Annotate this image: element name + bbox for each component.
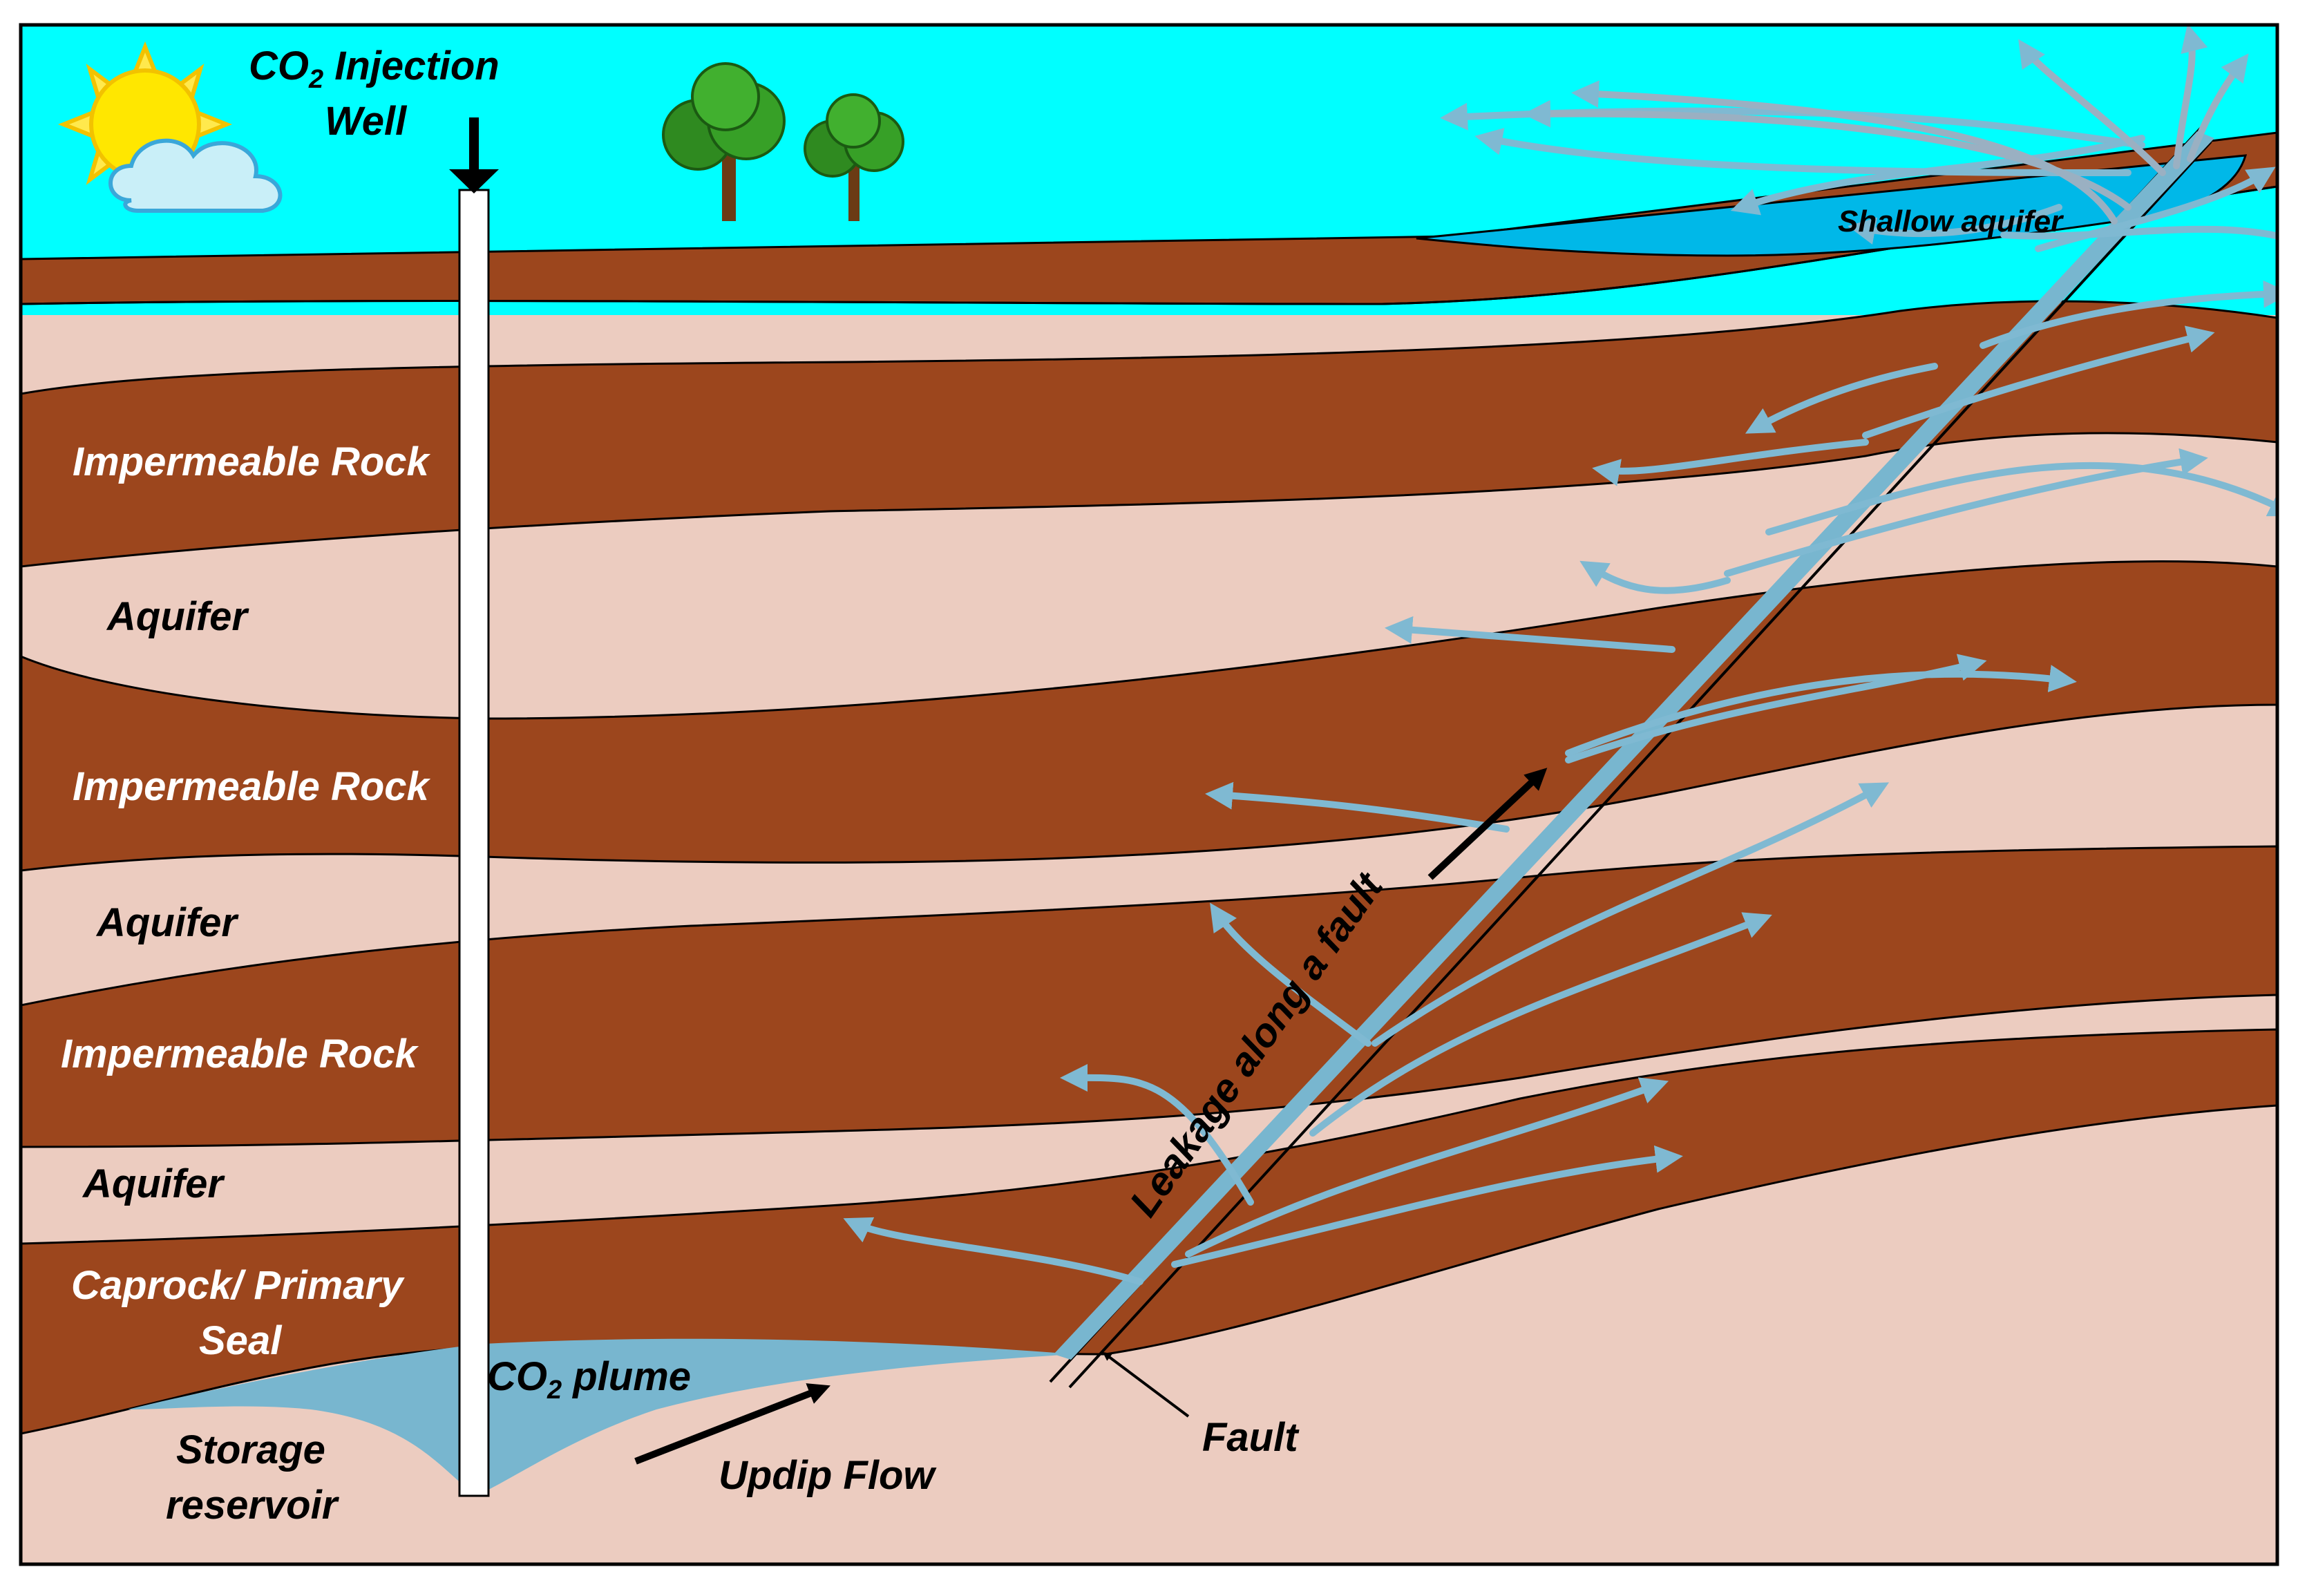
injection-well-label-line2: Well (325, 99, 408, 144)
impermeable-rock-label-1: Impermeable Rock (73, 439, 431, 484)
leakage-direction-arrow (1427, 768, 1548, 880)
aquifer-label-1: Aquifer (106, 594, 249, 639)
sky-leakage-arrows (1523, 25, 2249, 225)
storage-reservoir-label-line1: Storage (176, 1427, 325, 1472)
aquifer-label-3: Aquifer (82, 1161, 225, 1206)
impermeable-rock-layer-2 (21, 560, 2277, 872)
updip-flow-arrow (634, 1383, 830, 1465)
down-arrow-icon (449, 169, 499, 193)
shallow-aquifer-label: Shallow aquifer (1838, 205, 2064, 238)
storage-reservoir-label-line2: reservoir (166, 1483, 340, 1528)
aquifer-label-2: Aquifer (95, 900, 239, 945)
co2-plume-label: CO2 plume (487, 1354, 691, 1405)
injection-well (449, 117, 499, 1497)
fault-label: Fault (1202, 1415, 1300, 1460)
tree-icon (662, 62, 786, 221)
tree-icon (804, 93, 904, 221)
injection-well-label-line1: CO2 Injection (249, 44, 500, 94)
leakage-arrows (843, 102, 2277, 1285)
impermeable-rock-label-3: Impermeable Rock (61, 1032, 419, 1076)
impermeable-rock-label-2: Impermeable Rock (73, 764, 431, 809)
caprock-label-line2: Seal (199, 1318, 283, 1363)
caprock-label-line1: Caprock/ Primary (71, 1263, 405, 1308)
fault-pointer-arrow (1102, 1351, 1190, 1418)
co2-plume (128, 1338, 1074, 1496)
cloud-icon (108, 138, 283, 213)
updip-flow-label: Updip Flow (719, 1453, 937, 1498)
impermeable-rock-layer-3 (21, 845, 2277, 1148)
